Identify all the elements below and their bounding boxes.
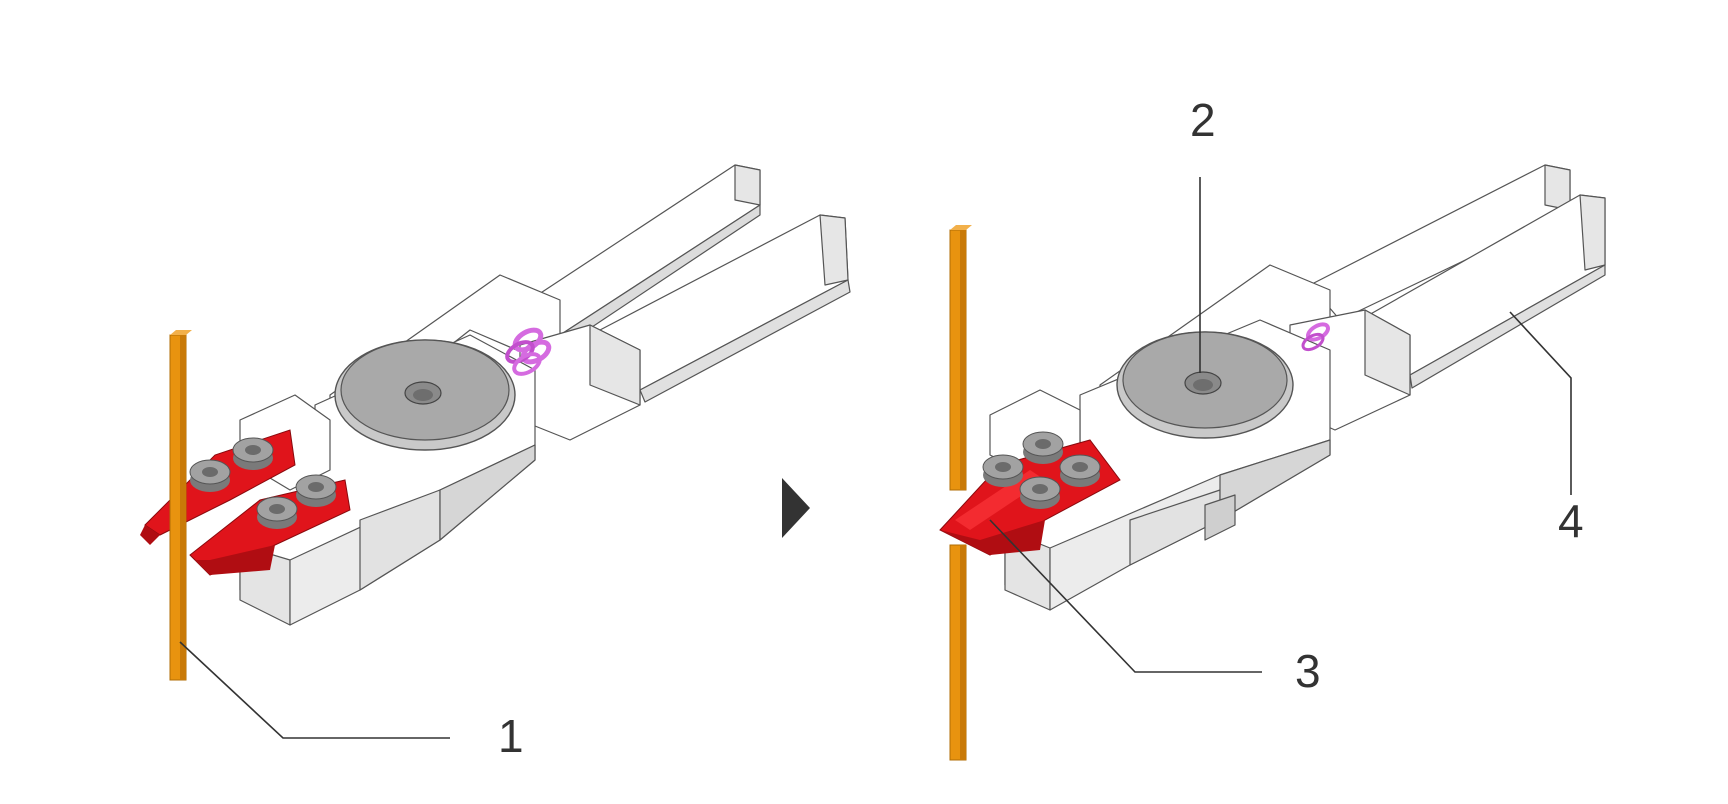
- pivot-disk-right: [1116, 331, 1294, 439]
- leader-line: [179, 641, 450, 739]
- screw-icon: [1022, 431, 1064, 464]
- screw-icon: [1019, 476, 1061, 509]
- callout-label: 4: [1558, 495, 1584, 547]
- callout-label: 3: [1295, 645, 1321, 697]
- upper-arm-right: [1309, 164, 1571, 321]
- pivot-disk-left: [334, 339, 516, 451]
- screw-icon: [982, 454, 1024, 487]
- cutter-closed-assembly: [939, 164, 1606, 761]
- screw-icon: [189, 459, 231, 492]
- callout-1: 1: [179, 641, 524, 762]
- callout-label: 2: [1190, 94, 1216, 146]
- screw-group-right: [982, 431, 1101, 509]
- leader-line: [1509, 311, 1572, 495]
- lower-arm-right: [1359, 194, 1606, 389]
- callout-4: 4: [1509, 311, 1584, 547]
- callout-label: 1: [498, 710, 524, 762]
- spring-right: [1301, 322, 1330, 352]
- wire-left: [169, 330, 192, 681]
- cutter-open-assembly: [140, 164, 851, 681]
- wire-lower-piece-right: [949, 544, 967, 761]
- play-triangle-icon: [782, 478, 810, 538]
- screw-icon: [256, 496, 298, 529]
- wire-upper-piece-right: [949, 225, 972, 491]
- callout-3: 3: [989, 519, 1321, 697]
- screw-icon: [232, 437, 274, 470]
- screw-group-left: [189, 437, 337, 529]
- screw-icon: [295, 474, 337, 507]
- spring-left: [505, 327, 552, 376]
- lower-arm-left: [599, 214, 851, 403]
- upper-arm-left: [529, 164, 761, 346]
- leader-line: [989, 519, 1262, 673]
- screw-icon: [1059, 454, 1101, 487]
- callout-2: 2: [1190, 94, 1216, 373]
